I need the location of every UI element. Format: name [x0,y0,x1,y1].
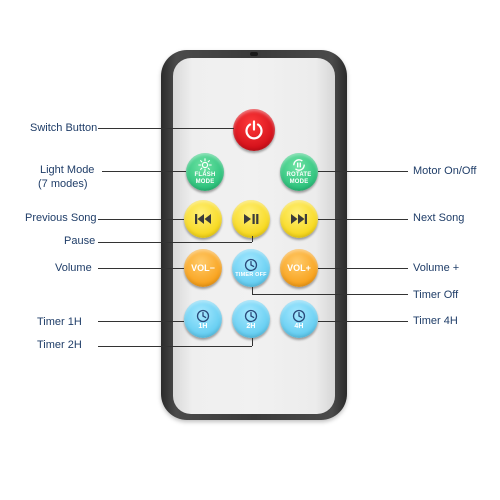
clock-icon [244,309,258,322]
flash-mode-label-2: MODE [195,179,215,185]
volume-down-button[interactable]: VOL− [184,249,222,287]
rotate-icon [293,159,305,171]
next-song-button[interactable] [280,200,318,238]
timer-4h-button[interactable]: 4H [280,300,318,338]
callout-line-timer-1h [98,321,184,322]
callout-line-motor [318,171,408,172]
power-icon [245,120,263,140]
volume-down-label: VOL− [191,263,215,273]
skip-back-icon [195,214,211,224]
rotate-mode-button[interactable]: ROTATE MODE [280,153,318,191]
callout-line-timer-off-v [252,287,253,294]
callout-line-timer-4h [318,321,408,322]
play-pause-icon [244,214,259,224]
label-light-mode: Light Mode [40,164,95,176]
label-volume-down: Volume [55,262,92,274]
callout-line-timer-2h-v [252,338,253,346]
label-motor: Motor On/Off [413,165,477,177]
label-light-mode-sub: (7 modes) [38,178,88,190]
callout-line-previous [98,219,184,220]
flash-mode-label-1: FLASH [194,172,216,178]
callout-line-light-mode [102,171,186,172]
timer-1h-button[interactable]: 1H [184,300,222,338]
label-switch-button: Switch Button [30,122,98,134]
label-timer-4h: Timer 4H [413,315,458,327]
callout-line-pause-h [98,242,252,243]
callout-line-volume-up [318,268,408,269]
label-timer-off: Timer Off [413,289,459,301]
rotate-mode-label-1: ROTATE [286,172,312,178]
skip-forward-icon [291,214,307,224]
timer-4h-label: 4H [294,322,304,330]
callout-line-pause-v [252,236,253,242]
timer-2h-label: 2H [246,322,256,330]
callout-line-next [318,219,408,220]
timer-1h-label: 1H [198,322,208,330]
volume-up-button[interactable]: VOL+ [280,249,318,287]
power-button[interactable] [233,109,275,151]
label-previous-song: Previous Song [25,212,97,224]
timer-2h-button[interactable]: 2H [232,300,270,338]
label-timer-2h: Timer 2H [37,339,82,351]
volume-up-label: VOL+ [287,263,311,273]
label-next-song: Next Song [413,212,465,224]
clock-icon [292,309,306,322]
label-timer-1h: Timer 1H [37,316,82,328]
flash-mode-button[interactable]: FLASH MODE [186,153,224,191]
sun-icon [198,158,212,172]
play-pause-button[interactable] [232,200,270,238]
label-volume-up: Volume + [413,262,460,274]
timer-off-label: TIMER OFF [235,271,267,278]
callout-line-timer-2h-h [98,346,252,347]
clock-icon [244,258,258,271]
callout-line-switch [98,128,234,129]
ir-emitter [250,52,258,56]
callout-line-volume-down [98,268,184,269]
clock-icon [196,309,210,322]
previous-song-button[interactable] [184,200,222,238]
timer-off-button[interactable]: TIMER OFF [232,249,270,287]
label-pause: Pause [64,235,96,247]
callout-line-timer-off-h [252,294,408,295]
rotate-mode-label-2: MODE [289,179,309,185]
